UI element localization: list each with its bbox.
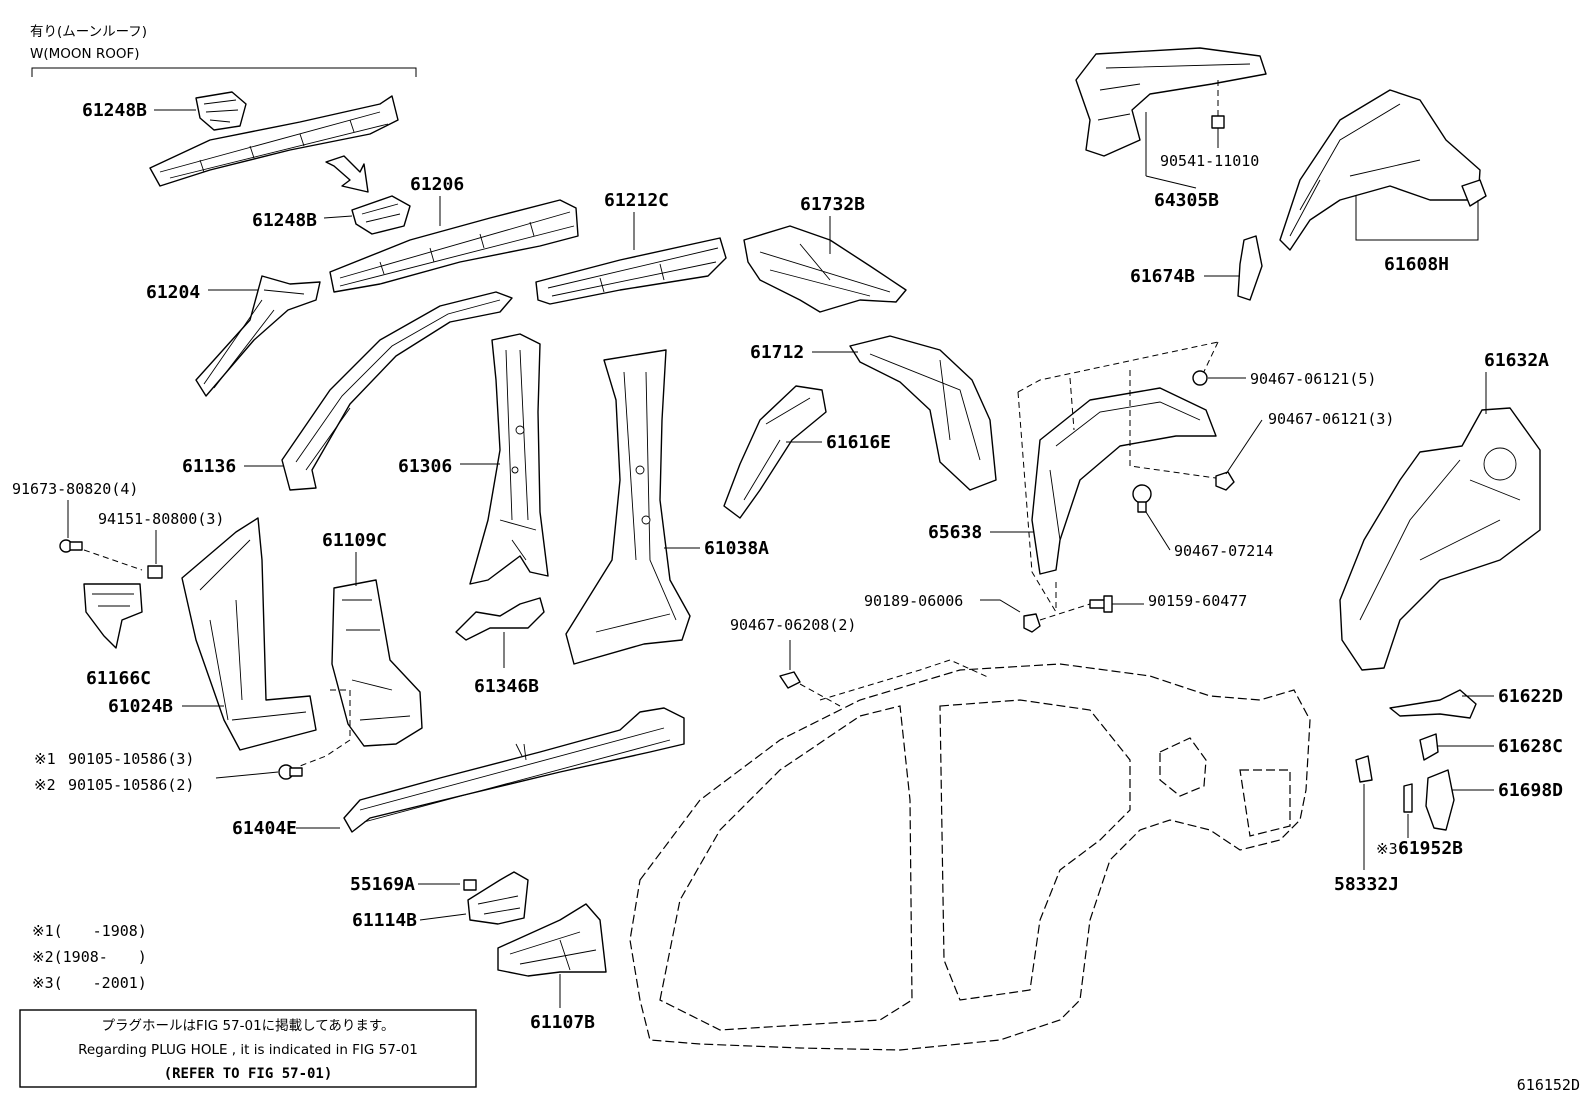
label-61608h: 61608H (1384, 254, 1449, 275)
label-61248b-lower: 61248B (252, 210, 317, 231)
label-61206: 61206 (410, 174, 464, 195)
part-61107b[interactable] (497, 903, 607, 977)
part-61404e-rocker-panel[interactable] (343, 707, 685, 833)
label-90105-2-mark: ※2 (34, 776, 56, 794)
part-61712-rear-wheelhouse-panel[interactable] (849, 335, 997, 491)
part-61166c-bracket[interactable] (83, 583, 143, 649)
label-61306: 61306 (398, 456, 452, 477)
note-line-jp: プラグホールはFIG 57-01に掲載してあります。 (101, 1018, 394, 1034)
moonroof-bracket (31, 67, 417, 77)
part-61024b-front-pillar-lower[interactable] (181, 517, 317, 751)
part-64305b-package-tray-brace[interactable] (1075, 47, 1267, 157)
part-61136-front-pillar[interactable] (281, 291, 513, 491)
note-line-refer: (REFER TO FIG 57-01) (164, 1066, 333, 1082)
label-90467-06121-3: 90467-06121(3) (1268, 410, 1394, 428)
part-61206-roof-rail[interactable] (329, 199, 579, 293)
part-61109c-center-pillar-lower[interactable] (331, 579, 423, 747)
part-61114b[interactable] (467, 871, 529, 925)
part-61038a-center-pillar-outer[interactable] (565, 349, 691, 665)
label-61622d: 61622D (1498, 686, 1563, 707)
label-94151-80800: 94151-80800(3) (98, 510, 224, 528)
label-61204: 61204 (146, 282, 200, 303)
label-61632a: 61632A (1484, 350, 1549, 371)
figure-id: 616152D (1517, 1076, 1580, 1094)
label-61109c: 61109C (322, 530, 387, 551)
clip-90467-06121-5[interactable] (1192, 370, 1208, 386)
label-55169a: 55169A (350, 874, 415, 895)
part-61698d[interactable] (1425, 769, 1455, 831)
label-91673-80820: 91673-80820(4) (12, 480, 138, 498)
clip-90467-06121-3[interactable] (1215, 471, 1235, 491)
label-90467-07214: 90467-07214 (1174, 542, 1273, 560)
clip-90467-06208[interactable] (779, 671, 801, 689)
label-90467-06208: 90467-06208(2) (730, 616, 856, 634)
label-90105-10586-3: 90105-10586(3) (68, 750, 194, 768)
part-61346b[interactable] (455, 597, 545, 641)
label-61404e: 61404E (232, 818, 297, 839)
label-65638: 65638 (928, 522, 982, 543)
part-61732b-rear-roof-side[interactable] (743, 225, 907, 313)
clip-55169a[interactable] (463, 879, 477, 891)
bolt-90541-11010[interactable] (1211, 115, 1225, 129)
footnote-3: ※3( -2001) (32, 974, 147, 992)
clip-90467-07214[interactable] (1132, 484, 1152, 513)
clip-90189-06006[interactable] (1023, 613, 1041, 633)
label-61952b: 61952B (1398, 838, 1463, 859)
part-61616e[interactable] (723, 385, 827, 519)
part-61608h-rear-wheelhouse-outer[interactable] (1279, 89, 1487, 251)
label-61346b: 61346B (474, 676, 539, 697)
nut-94151-80800[interactable] (147, 565, 163, 579)
label-90159-60477: 90159-60477 (1148, 592, 1247, 610)
label-61248b-upper: 61248B (82, 100, 147, 121)
part-61204-a-pillar-upper[interactable] (195, 275, 321, 397)
part-61674b[interactable] (1237, 235, 1263, 301)
label-64305b: 64305B (1154, 190, 1219, 211)
label-61616e: 61616E (826, 432, 891, 453)
label-61628c: 61628C (1498, 736, 1563, 757)
moonroof-option-en: W(MOON ROOF) (30, 46, 140, 62)
label-61712: 61712 (750, 342, 804, 363)
bolt-91673-80820[interactable] (59, 539, 83, 553)
part-61212c-roof-side-inner[interactable] (535, 237, 727, 305)
liner-dash-lines (1017, 341, 1231, 613)
label-58332j: 58332J (1334, 874, 1399, 895)
plug-hole-note-box (19, 1009, 477, 1088)
bolt-90105-10586[interactable] (278, 764, 303, 780)
label-61732b: 61732B (800, 194, 865, 215)
label-90105-10586-2: 90105-10586(2) (68, 776, 194, 794)
arrow-icon (325, 155, 369, 193)
label-61107b: 61107B (530, 1012, 595, 1033)
part-61628c[interactable] (1419, 733, 1439, 761)
part-61632a-quarter-wheelhouse-inner[interactable] (1339, 407, 1541, 671)
footnote-2: ※2(1908- ) (32, 948, 147, 966)
footnote-1: ※1( -1908) (32, 922, 147, 940)
label-90467-06121-5: 90467-06121(5) (1250, 370, 1376, 388)
label-61698d: 61698D (1498, 780, 1563, 801)
label-90105-1-mark: ※1 (34, 750, 56, 768)
part-61622d[interactable] (1389, 689, 1477, 719)
part-58332j[interactable] (1355, 755, 1373, 783)
body-side-outer-panel[interactable] (629, 663, 1311, 1051)
part-65638-wheel-liner[interactable] (1031, 387, 1217, 575)
moonroof-option-jp: 有り(ムーンルーフ) (30, 24, 147, 40)
label-61952b-mark: ※3 (1376, 840, 1398, 858)
label-61674b: 61674B (1130, 266, 1195, 287)
label-90541-11010: 90541-11010 (1160, 152, 1259, 170)
note-line-en: Regarding PLUG HOLE , it is indicated in… (78, 1042, 418, 1058)
label-90189-06006: 90189-06006 (864, 592, 963, 610)
part-61306-center-pillar[interactable] (469, 333, 549, 585)
part-61248b-upper[interactable] (195, 91, 247, 131)
label-61024b: 61024B (108, 696, 173, 717)
label-61114b: 61114B (352, 910, 417, 931)
part-61952b[interactable] (1403, 783, 1413, 813)
part-roof-rail-moonroof[interactable] (149, 95, 399, 187)
part-61248b-lower[interactable] (351, 195, 411, 235)
label-61212c: 61212C (604, 190, 669, 211)
label-61136: 61136 (182, 456, 236, 477)
label-61038a: 61038A (704, 538, 769, 559)
label-61166c: 61166C (86, 668, 151, 689)
bolt-90159-60477[interactable] (1089, 595, 1113, 613)
